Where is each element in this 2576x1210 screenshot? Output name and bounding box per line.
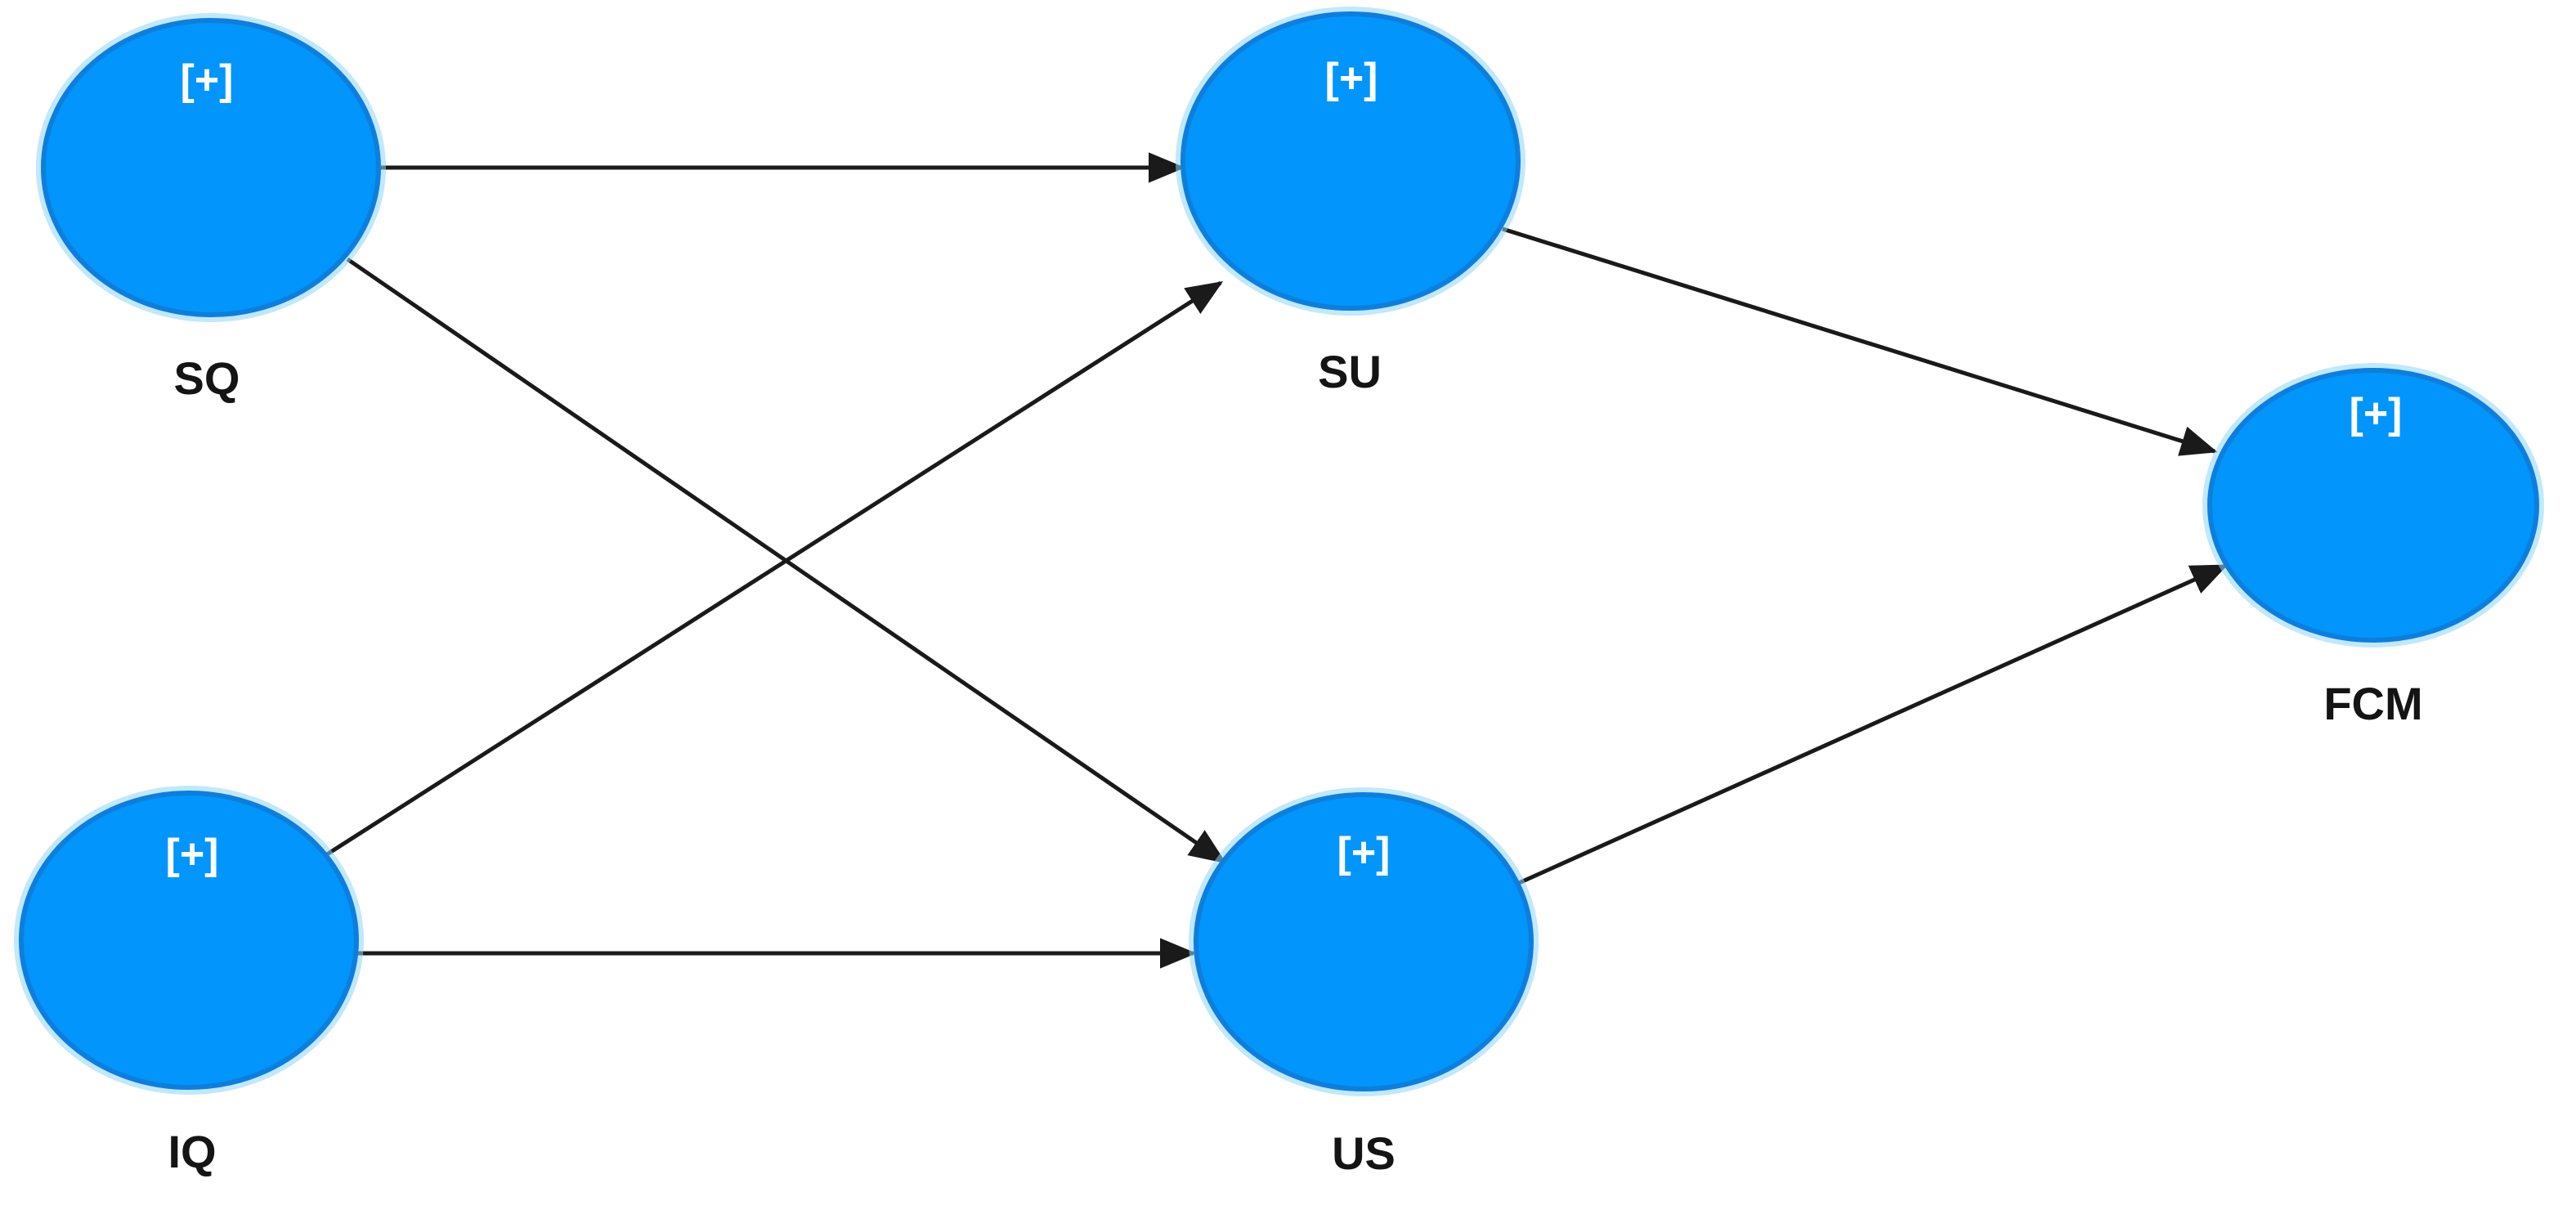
path-arrow-us-to-fcm[interactable] <box>1517 563 2229 885</box>
node-iq: [+] IQ <box>14 786 364 1177</box>
node-glow-iq <box>14 786 364 1095</box>
path-arrow-su-to-fcm[interactable] <box>1502 226 2218 456</box>
node-fcm: [+] FCM <box>2202 363 2544 729</box>
node-glow-su <box>1176 7 1525 316</box>
latent-variable-ellipse-us[interactable] <box>1194 792 1534 1091</box>
expand-indicators-toggle-sq[interactable]: [+] <box>181 56 234 104</box>
latent-variable-ellipse-iq[interactable] <box>19 791 359 1090</box>
latent-variable-ellipse-fcm[interactable] <box>2207 368 2539 643</box>
node-label-su: SU <box>1318 346 1382 397</box>
path-arrow-iq-to-su[interactable] <box>325 280 1224 857</box>
node-label-sq: SQ <box>174 352 240 404</box>
node-label-iq: IQ <box>168 1126 216 1177</box>
node-glow-us <box>1189 787 1539 1096</box>
expand-indicators-toggle-su[interactable]: [+] <box>1325 55 1378 102</box>
node-us: [+] US <box>1189 787 1539 1179</box>
expand-indicators-toggle-iq[interactable]: [+] <box>166 831 219 878</box>
node-label-us: US <box>1332 1127 1396 1179</box>
node-su: [+] SU <box>1176 7 1525 397</box>
node-glow-sq <box>36 13 386 322</box>
node-glow-fcm <box>2202 363 2544 648</box>
latent-variable-ellipse-sq[interactable] <box>41 18 381 317</box>
latent-variable-ellipse-su[interactable] <box>1180 11 1521 311</box>
node-label-fcm: FCM <box>2323 678 2422 729</box>
node-sq: [+] SQ <box>36 13 386 404</box>
expand-indicators-toggle-us[interactable]: [+] <box>1337 829 1391 876</box>
expand-indicators-toggle-fcm[interactable]: [+] <box>2350 390 2403 437</box>
